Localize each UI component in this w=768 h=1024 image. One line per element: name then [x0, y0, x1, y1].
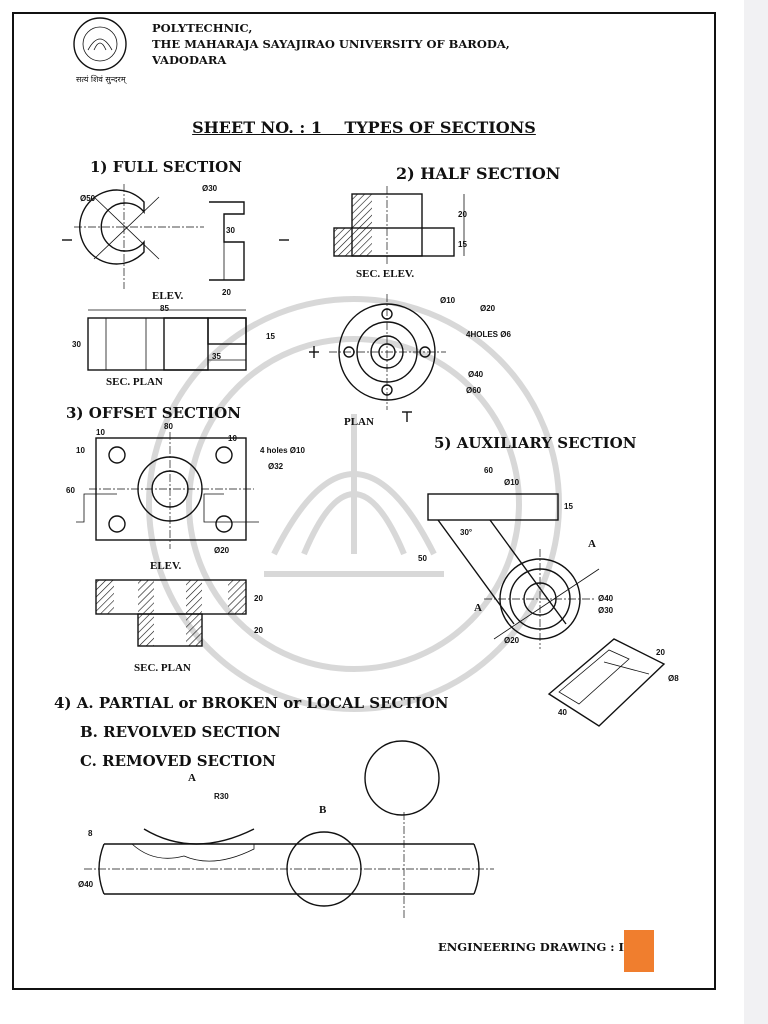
label-sec-plan-2: SEC. PLAN — [134, 662, 191, 674]
label-aux-a-bottom: A — [474, 602, 482, 614]
dim-shaft-d40: Ø40 — [78, 880, 94, 889]
dim-aux-40: 40 — [558, 708, 567, 717]
dim-8: 8 — [88, 829, 93, 838]
heading-partial-section: 4) A. PARTIAL or BROKEN or LOCAL SECTION — [54, 694, 449, 712]
watermark-seal — [146, 296, 562, 712]
dim-aux-50: 50 — [418, 554, 427, 563]
scrollbar-track[interactable] — [744, 0, 768, 1024]
half-section-elevation — [333, 186, 465, 264]
dim-d60: Ø60 — [466, 386, 482, 395]
dim-80: 80 — [164, 422, 173, 431]
label-plan: PLAN — [344, 416, 374, 428]
dim-aux-d8: Ø8 — [668, 674, 679, 683]
dim-20-plan-a: 20 — [254, 594, 263, 603]
dim-aux-60: 60 — [484, 466, 493, 475]
heading-revolved-section: B. REVOLVED SECTION — [80, 723, 281, 741]
dim-aux-15: 15 — [564, 502, 573, 511]
footer-title: ENGINEERING DRAWING : II — [438, 940, 630, 954]
dim-4holes-d10: 4 holes Ø10 — [260, 446, 305, 455]
label-sec-plan-1: SEC. PLAN — [106, 376, 163, 388]
university-logo — [73, 17, 127, 71]
shaft-drawing — [84, 740, 494, 919]
institute-header: POLYTECHNIC, THE MAHARAJA SAYAJIRAO UNIV… — [152, 20, 510, 68]
dim-20: 20 — [222, 288, 231, 297]
accent-block — [624, 930, 654, 972]
header-line-1: POLYTECHNIC, — [152, 21, 253, 35]
label-elev-2: ELEV. — [150, 560, 182, 572]
offset-section-elevation — [76, 432, 259, 549]
logo-motto: सत्यं शिवं सुन्दरम् — [76, 75, 126, 84]
dim-r30: R30 — [214, 792, 229, 801]
heading-removed-section: C. REMOVED SECTION — [80, 752, 276, 770]
drawing-sheet: POLYTECHNIC, THE MAHARAJA SAYAJIRAO UNIV… — [12, 12, 716, 990]
heading-auxiliary-section: 5) AUXILIARY SECTION — [434, 434, 637, 452]
dim-d20-offset: Ø20 — [214, 546, 230, 555]
dim-4holes-d6: 4HOLES Ø6 — [466, 330, 511, 339]
dim-d32: Ø32 — [268, 462, 284, 471]
heading-full-section: 1) FULL SECTION — [90, 158, 242, 176]
dim-aux-30deg: 30° — [460, 528, 473, 537]
full-section-elevation — [62, 184, 289, 289]
dim-60: 60 — [66, 486, 75, 495]
drawing-canvas — [62, 17, 666, 919]
header-line-3: VADODARA — [152, 53, 227, 67]
dim-20-plan-b: 20 — [254, 626, 263, 635]
dim-10-top: 10 — [96, 428, 105, 437]
full-section-plan — [87, 309, 247, 371]
dim-35: 35 — [212, 352, 221, 361]
dim-aux-d20: Ø20 — [504, 636, 520, 645]
dim-aux-d10: Ø10 — [504, 478, 520, 487]
label-elev-1: ELEV. — [152, 290, 184, 302]
auxiliary-section — [427, 493, 666, 727]
label-a: A — [188, 772, 196, 784]
dim-d50: Ø50 — [80, 194, 96, 203]
dim-d40: Ø40 — [468, 370, 484, 379]
label-b: B — [319, 804, 327, 816]
heading-half-section: 2) HALF SECTION — [396, 164, 561, 183]
dim-30-plan: 30 — [72, 340, 81, 349]
offset-section-plan — [95, 579, 247, 647]
sheet-title: SHEET NO. : 1 TYPES OF SECTIONS — [192, 118, 536, 137]
dim-aux-20: 20 — [656, 648, 665, 657]
dim-10-right: 10 — [228, 434, 237, 443]
half-section-plan — [309, 294, 446, 422]
heading-offset-section: 3) OFFSET SECTION — [66, 404, 241, 422]
dim-d20: Ø20 — [480, 304, 496, 313]
dim-d10: Ø10 — [440, 296, 456, 305]
header-line-2: THE MAHARAJA SAYAJIRAO UNIVERSITY OF BAR… — [152, 37, 510, 51]
label-aux-a-top: A — [588, 538, 596, 550]
dim-aux-d40: Ø40 — [598, 594, 614, 603]
dim-10-left: 10 — [76, 446, 85, 455]
dim-85: 85 — [160, 304, 169, 313]
dim-aux-d30: Ø30 — [598, 606, 614, 615]
dim-h20: 20 — [458, 210, 467, 219]
dim-15: 15 — [266, 332, 275, 341]
dim-d30: Ø30 — [202, 184, 218, 193]
label-sec-elev: SEC. ELEV. — [356, 268, 415, 280]
dim-h15: 15 — [458, 240, 467, 249]
dim-30: 30 — [226, 226, 235, 235]
